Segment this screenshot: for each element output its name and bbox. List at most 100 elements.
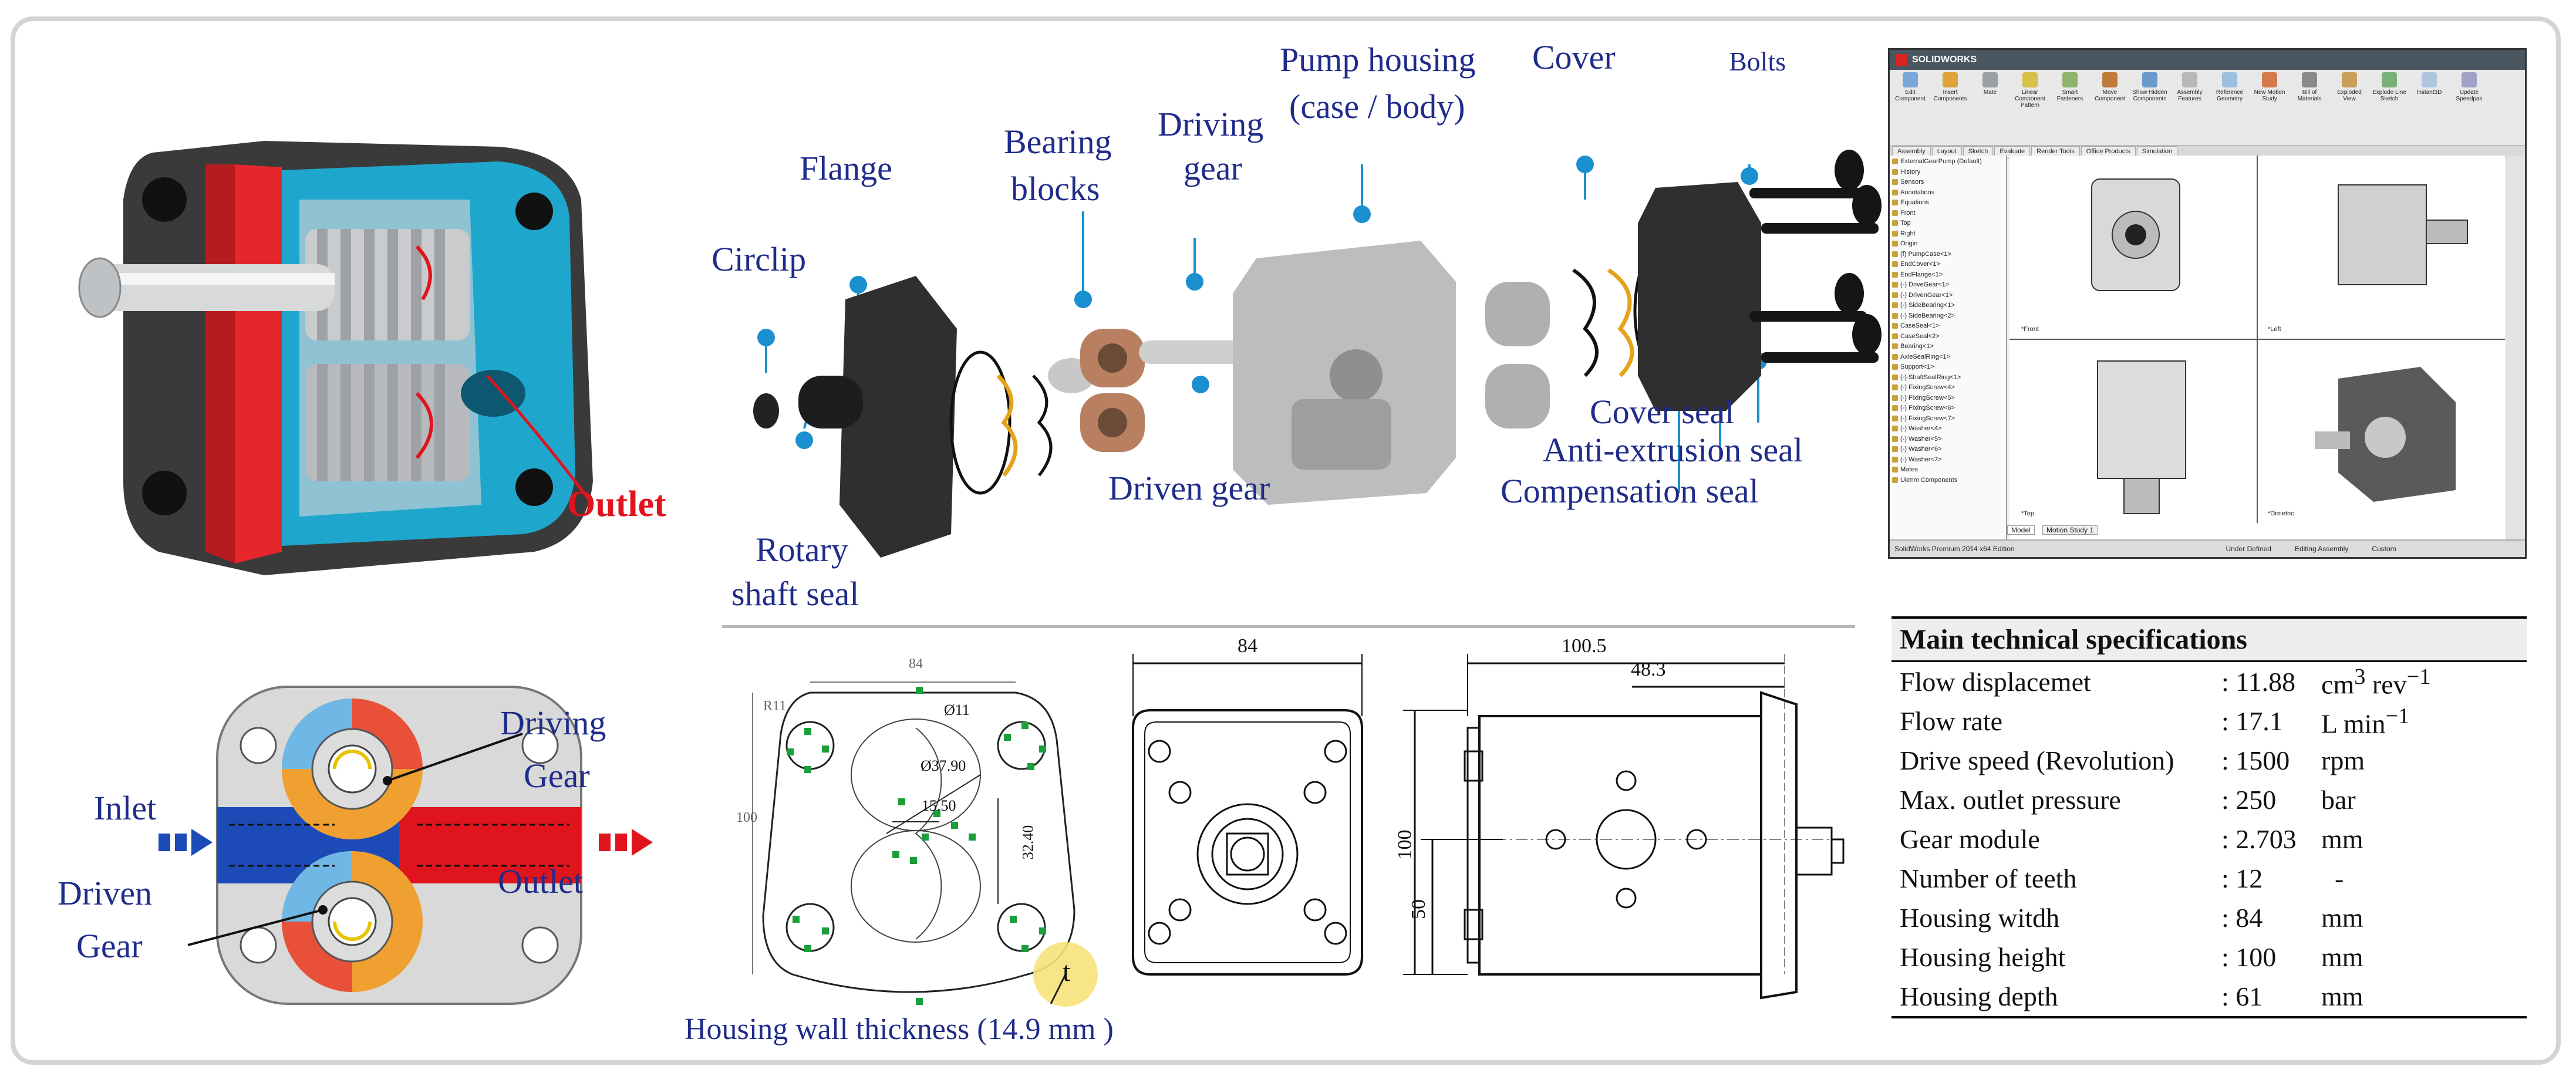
tree-item[interactable]: EndFlange<1> [1892, 271, 2004, 282]
flow-inlet-label: Inlet [94, 789, 157, 827]
sketch-dim-height: 100 [736, 810, 757, 825]
tree-item[interactable]: CaseSeal<2> [1892, 333, 2004, 343]
tree-item[interactable]: ExternalGearPump (Default) [1892, 158, 2004, 168]
tree-item[interactable]: CaseSeal<1> [1892, 322, 2004, 333]
tree-item[interactable]: (-) DrivenGear<1> [1892, 292, 2004, 302]
spec-unit: mm [2321, 981, 2363, 1011]
spec-unit: mm [2321, 903, 2363, 933]
tree-item[interactable]: (-) Washer<5> [1892, 436, 2004, 446]
bottom-tab[interactable]: Model [2007, 525, 2035, 535]
task-pane [2506, 156, 2525, 539]
sketch-dim-radius: R11 [763, 699, 787, 714]
tree-item[interactable]: Ukmm Components [1892, 477, 2004, 487]
cad-software-window: SOLIDWORKS Edit Component Insert Compone… [1888, 48, 2527, 559]
status-text: Custom [2372, 545, 2396, 553]
label-anti-extrusion-seal: Anti-extrusion seal [1543, 431, 1803, 469]
side-view-drawing [1403, 654, 1845, 1000]
sketch-dim-gear-dia: Ø37.90 [921, 757, 966, 774]
tree-item[interactable]: (-) ShaftSealRing<1> [1892, 374, 2004, 384]
ribbon-button[interactable]: Exploded View [2331, 72, 2368, 114]
specifications-title: Main technical specifications [1891, 616, 2527, 662]
tree-item[interactable]: Bearing<1> [1892, 343, 2004, 353]
label-rotary-shaft-seal-line2: shaft seal [731, 575, 859, 613]
tree-item[interactable]: (-) Washer<4> [1892, 425, 2004, 436]
spec-value: : 11.88 [2221, 667, 2296, 697]
solidworks-logo-icon [1896, 54, 1907, 66]
tree-item[interactable]: Annotations [1892, 189, 2004, 200]
spec-unit: mm [2321, 824, 2363, 854]
specifications-bottom-rule [1891, 1016, 2527, 1018]
label-bearing-blocks-line1: Bearing [1004, 123, 1112, 161]
label-bolts: Bolts [1729, 46, 1786, 76]
tree-item[interactable]: (f) PumpCase<1> [1892, 251, 2004, 261]
spec-name: Housing depth [1900, 981, 2058, 1011]
ribbon-button[interactable]: Edit Component [1892, 72, 1928, 114]
tree-item[interactable]: Equations [1892, 199, 2004, 210]
ribbon-button[interactable]: Show Hidden Components [2132, 72, 2168, 114]
ribbon-button[interactable]: Update Speedpak [2451, 72, 2487, 114]
flow-driving-gear-line1: Driving [500, 704, 606, 742]
tree-item[interactable]: (-) SideBearing<2> [1892, 312, 2004, 323]
gear-flow-diagram [159, 686, 653, 1005]
spec-value: : 1500 [2221, 745, 2290, 775]
ribbon-button[interactable]: Move Component [2092, 72, 2128, 114]
tree-item[interactable]: (-) FixingScrew<6> [1892, 404, 2004, 415]
ribbon-button[interactable]: New Motion Study [2251, 72, 2288, 114]
ribbon-button[interactable]: Explode Line Sketch [2371, 72, 2408, 114]
side-partial-height-dim: 50 [1408, 899, 1429, 919]
spec-name: Housing height [1900, 942, 2066, 972]
tree-item[interactable]: (-) FixingScrew<5> [1892, 394, 2004, 405]
ribbon-button[interactable]: Instant3D [2411, 72, 2447, 114]
label-circlip: Circlip [712, 240, 807, 278]
tree-item[interactable]: (-) Washer<7> [1892, 456, 2004, 467]
tree-item[interactable]: Right [1892, 230, 2004, 241]
tree-item[interactable]: Top [1892, 220, 2004, 230]
ribbon-button[interactable]: Assembly Features [2172, 72, 2208, 114]
ribbon-button[interactable]: Linear Component Pattern [2012, 72, 2048, 114]
ribbon-button[interactable]: Mate [1972, 72, 2008, 114]
tree-item[interactable]: Front [1892, 210, 2004, 220]
viewport-label: *Front [2021, 326, 2039, 333]
spec-value: : 2.703 [2221, 824, 2297, 854]
tree-item[interactable]: (-) FixingScrew<4> [1892, 384, 2004, 394]
specifications-table: Main technical specifications Flow displ… [1891, 616, 2527, 1018]
spec-name: Drive speed (Revolution) [1900, 745, 2174, 775]
tree-item[interactable]: (-) Washer<6> [1892, 446, 2004, 456]
label-compensation-seal: Compensation seal [1501, 472, 1759, 510]
tree-item[interactable]: (-) SideBearing<1> [1892, 302, 2004, 312]
tree-item[interactable]: Origin [1892, 240, 2004, 251]
status-text: Editing Assembly [2294, 545, 2349, 553]
wall-thickness-marker: t [1063, 956, 1071, 987]
label-rotary-shaft-seal-line1: Rotary [756, 531, 848, 569]
tree-item[interactable]: Sensors [1892, 178, 2004, 189]
spec-name: Gear module [1900, 824, 2040, 854]
tree-item[interactable]: History [1892, 168, 2004, 179]
tree-item[interactable]: Support<1> [1892, 363, 2004, 374]
flow-driven-gear-line1: Driven [58, 874, 153, 912]
spec-value: : 100 [2221, 942, 2277, 972]
ribbon-button[interactable]: Smart Fasteners [2052, 72, 2088, 114]
tree-item[interactable]: (-) DriveGear<1> [1892, 281, 2004, 292]
section-divider [722, 625, 1855, 628]
cad-viewports[interactable]: *Front *Left *Top *Dimetric [2009, 156, 2505, 539]
bottom-tab[interactable]: Motion Study 1 [2042, 525, 2098, 535]
tree-item[interactable]: Mates [1892, 466, 2004, 477]
status-text: SolidWorks Premium 2014 x64 Edition [1894, 545, 2015, 553]
spec-name: Number of teeth [1900, 863, 2077, 893]
ribbon-button[interactable]: Insert Components [1932, 72, 1968, 114]
flow-driving-gear-line2: Gear [524, 757, 590, 795]
ribbon-button[interactable]: Bill of Materials [2291, 72, 2328, 114]
tree-item[interactable]: AxleSealRing<1> [1892, 353, 2004, 364]
side-width-dim: 100.5 [1562, 635, 1607, 657]
cad-status-bar: Model Motion Study 1 SolidWorks Premium … [1890, 525, 2525, 557]
tree-item[interactable]: (-) FixingScrew<7> [1892, 415, 2004, 426]
cad-titlebar: SOLIDWORKS [1890, 50, 2525, 70]
label-flange: Flange [800, 149, 892, 187]
ribbon-button[interactable]: Reference Geometry [2211, 72, 2248, 114]
tree-item[interactable]: EndCover<1> [1892, 261, 2004, 271]
flow-outlet-label: Outlet [498, 862, 583, 900]
